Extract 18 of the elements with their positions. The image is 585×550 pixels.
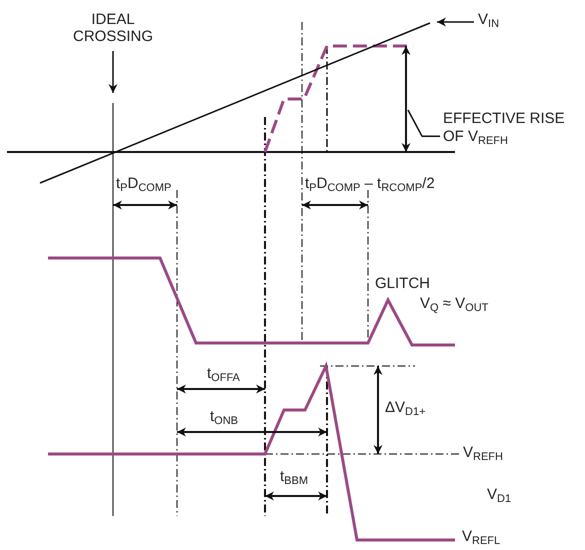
time-label: t$_{OFFA}$ xyxy=(207,366,240,384)
arrow xyxy=(437,18,474,26)
signal-label: V$_{REFH}$ xyxy=(463,445,503,464)
signal-label: V$_{Q}$ ≈ V$_{OUT}$ xyxy=(420,296,488,314)
time-label: t$_{BBM}$ xyxy=(280,469,308,488)
dimension-arrow xyxy=(402,46,410,152)
callout-label: EFFECTIVE RISE OF V$_{REFH}$ xyxy=(443,110,583,148)
time-label: t$_{ONB}$ xyxy=(210,409,238,428)
leader-line xyxy=(407,110,440,137)
callout-label: V$_{IN}$ xyxy=(478,12,500,30)
arrow xyxy=(108,51,118,93)
signal-label: V$_{D1}$ xyxy=(487,487,512,506)
signal-label: V$_{REFL}$ xyxy=(462,529,500,548)
glitch-label: GLITCH xyxy=(375,276,430,292)
time-label: t$_{P}$D$_{COMP}$ xyxy=(116,176,172,194)
voltage-label: ΔV$_{D1+}$ xyxy=(385,400,426,418)
time-label: t$_{P}$D$_{COMP}$ – t$_{RCOMP}$/2 xyxy=(305,176,435,194)
callout-label: IDEAL CROSSING xyxy=(70,12,156,45)
